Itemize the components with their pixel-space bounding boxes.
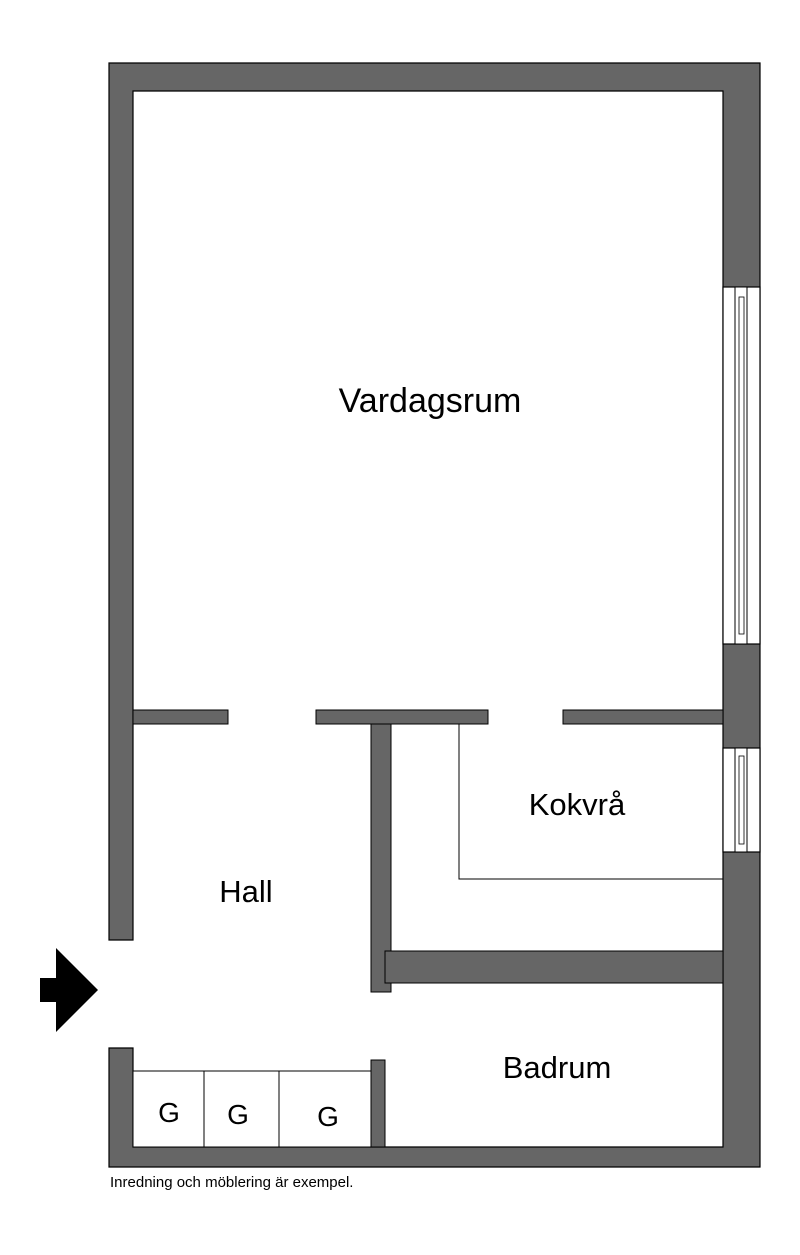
window-kitchen [722, 747, 761, 853]
wardrobe-label: G [317, 1101, 339, 1132]
room-label-hall: Hall [219, 874, 272, 909]
outer-wall [108, 62, 761, 1168]
room-label-living: Vardagsrum [339, 382, 522, 420]
kitchen-counter [458, 724, 723, 880]
disclaimer-note: Inredning och möblering är exempel. [110, 1174, 354, 1191]
room-label-bathroom: Badrum [503, 1050, 612, 1085]
wardrobe-row [132, 1070, 372, 1148]
entrance-arrow-icon [40, 948, 98, 1032]
interior-wall [132, 709, 229, 725]
interior-wall [370, 1059, 386, 1148]
interior-wall [315, 709, 489, 725]
wardrobe-label: G [158, 1097, 180, 1128]
room-label-kitchen: Kokvrå [529, 787, 626, 822]
interior-wall [384, 950, 724, 984]
window-upper [722, 286, 761, 645]
interior-wall [562, 709, 724, 725]
interior-wall [370, 723, 392, 993]
wardrobe-label: G [227, 1099, 249, 1130]
